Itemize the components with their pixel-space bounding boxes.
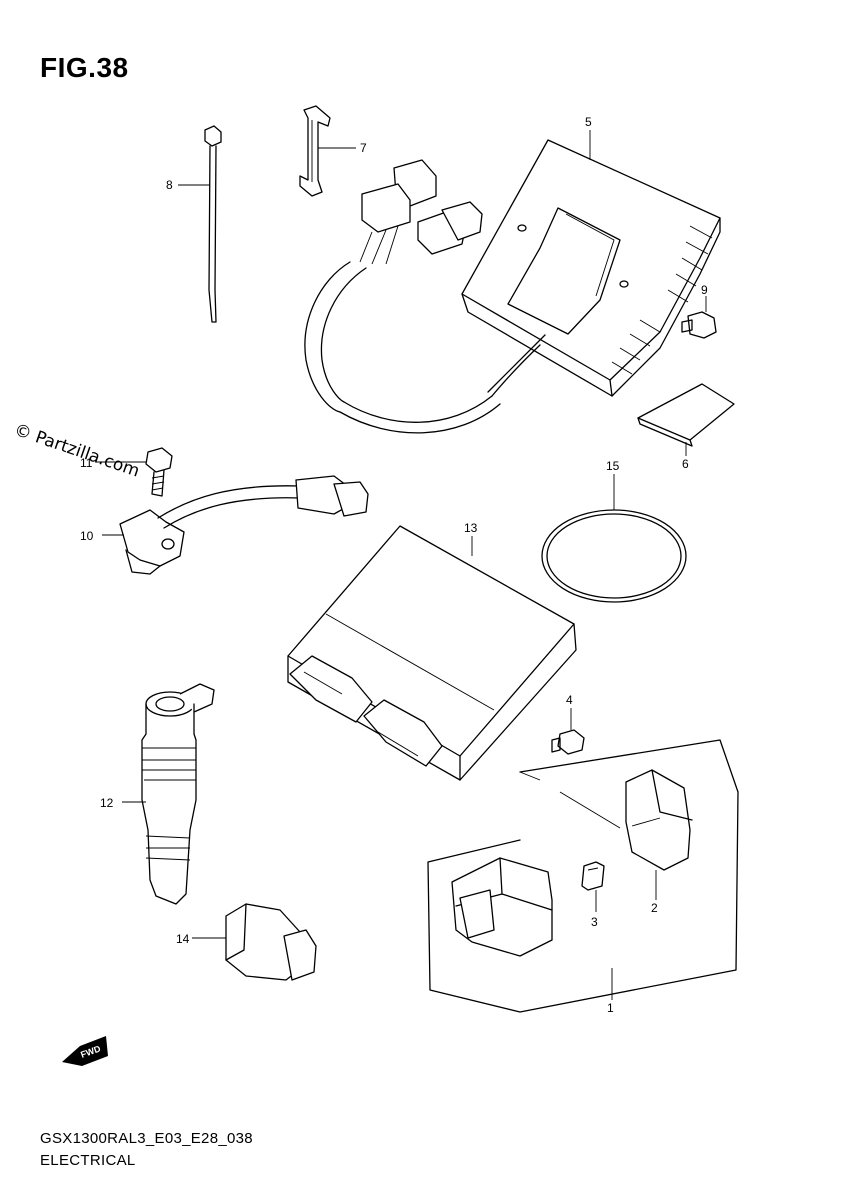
part-5-regulator-rectifier[interactable] bbox=[304, 139, 721, 434]
part-1-assembly-outline bbox=[427, 739, 739, 1013]
callout-5[interactable]: 5 bbox=[585, 115, 592, 129]
callout-3[interactable]: 3 bbox=[591, 915, 598, 929]
part-2-fuse-holder[interactable] bbox=[625, 769, 693, 900]
part-8-cable-tie[interactable] bbox=[178, 125, 222, 323]
callout-8[interactable]: 8 bbox=[166, 178, 173, 192]
part-10-sensor[interactable] bbox=[102, 475, 369, 575]
callout-14[interactable]: 14 bbox=[176, 932, 190, 946]
part-11-bolt[interactable] bbox=[96, 447, 173, 497]
part-13-ecm[interactable] bbox=[287, 525, 577, 781]
part-15-o-ring[interactable] bbox=[541, 474, 687, 603]
callout-4[interactable]: 4 bbox=[566, 693, 573, 707]
part-7-clamp[interactable] bbox=[299, 105, 356, 197]
callout-6[interactable]: 6 bbox=[682, 457, 689, 471]
forward-arrow-icon: FWD bbox=[62, 1036, 108, 1066]
callout-1[interactable]: 1 bbox=[607, 1001, 614, 1015]
callout-15[interactable]: 15 bbox=[606, 459, 620, 473]
callout-13[interactable]: 13 bbox=[464, 521, 478, 535]
part-12-ignition-coil[interactable] bbox=[122, 683, 215, 905]
callout-12[interactable]: 12 bbox=[100, 796, 114, 810]
callout-10[interactable]: 10 bbox=[80, 529, 94, 543]
callout-11[interactable]: 11 bbox=[80, 456, 93, 470]
part-4-bolt[interactable] bbox=[551, 708, 585, 755]
callout-9[interactable]: 9 bbox=[701, 283, 708, 297]
callout-2[interactable]: 2 bbox=[651, 901, 658, 915]
part-1-relay[interactable] bbox=[451, 857, 613, 1000]
part-3-fuse[interactable] bbox=[581, 861, 605, 912]
part-6-pad[interactable] bbox=[637, 383, 735, 456]
figure-title: FIG.38 bbox=[40, 52, 129, 83]
callout-7[interactable]: 7 bbox=[360, 141, 367, 155]
figure-section-name: ELECTRICAL bbox=[40, 1152, 136, 1169]
figure-code: GSX1300RAL3_E03_E28_038 bbox=[40, 1130, 253, 1147]
part-9-bolt[interactable] bbox=[681, 296, 717, 339]
part-14-connector[interactable] bbox=[192, 903, 317, 981]
